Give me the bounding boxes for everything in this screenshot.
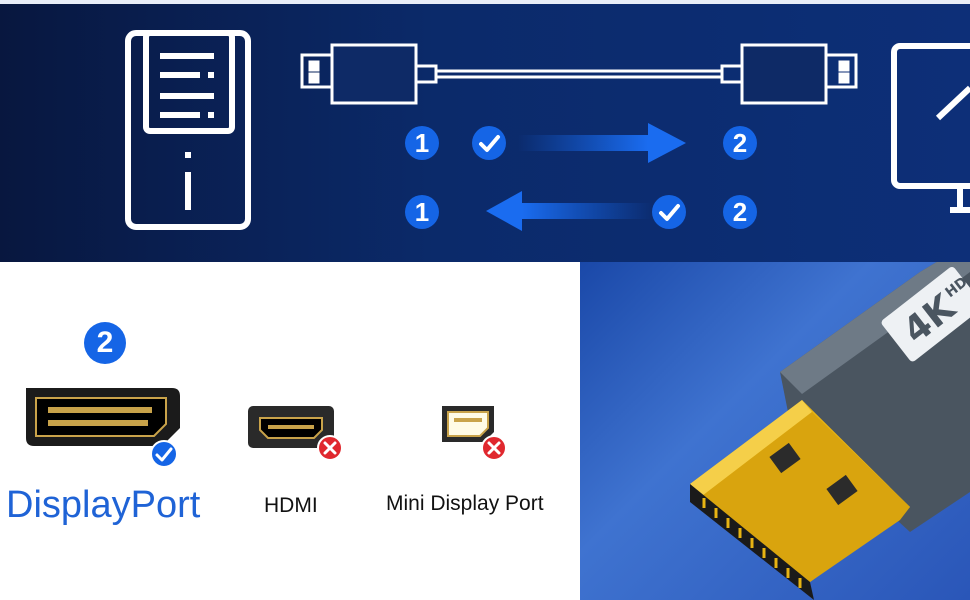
x-icon bbox=[317, 435, 343, 461]
displayport-socket-icon bbox=[26, 388, 180, 446]
selected-port-badge: 2 bbox=[84, 322, 126, 364]
check-icon bbox=[652, 195, 686, 229]
arrow-right-icon bbox=[518, 123, 686, 163]
check-icon bbox=[472, 126, 506, 160]
arrow-left-icon bbox=[486, 191, 652, 231]
diagram-drawing bbox=[125, 30, 970, 231]
step-badge-target: 2 bbox=[723, 126, 757, 160]
x-icon bbox=[481, 435, 507, 461]
direction-diagram: 1 2 1 2 bbox=[0, 0, 970, 262]
displayport-label: DisplayPort bbox=[6, 484, 201, 526]
top-strip bbox=[0, 0, 970, 4]
monitor-icon bbox=[891, 43, 970, 213]
check-icon bbox=[150, 440, 178, 468]
desktop-tower-icon bbox=[125, 30, 251, 230]
hdmi-label: HDMI bbox=[264, 494, 318, 517]
port-icons bbox=[26, 388, 507, 468]
mini-displayport-label: Mini Display Port bbox=[386, 492, 544, 515]
hdmi-socket-icon bbox=[248, 406, 334, 448]
mini-displayport-socket-icon bbox=[442, 406, 494, 442]
step-badge-target: 2 bbox=[723, 195, 757, 229]
step-badge-source: 1 bbox=[405, 195, 439, 229]
connector-photo: 4K HD bbox=[580, 262, 970, 600]
step-badge-source: 1 bbox=[405, 126, 439, 160]
cable-icon bbox=[300, 43, 858, 105]
displayport-plug-icon: 4K HD bbox=[690, 262, 970, 600]
